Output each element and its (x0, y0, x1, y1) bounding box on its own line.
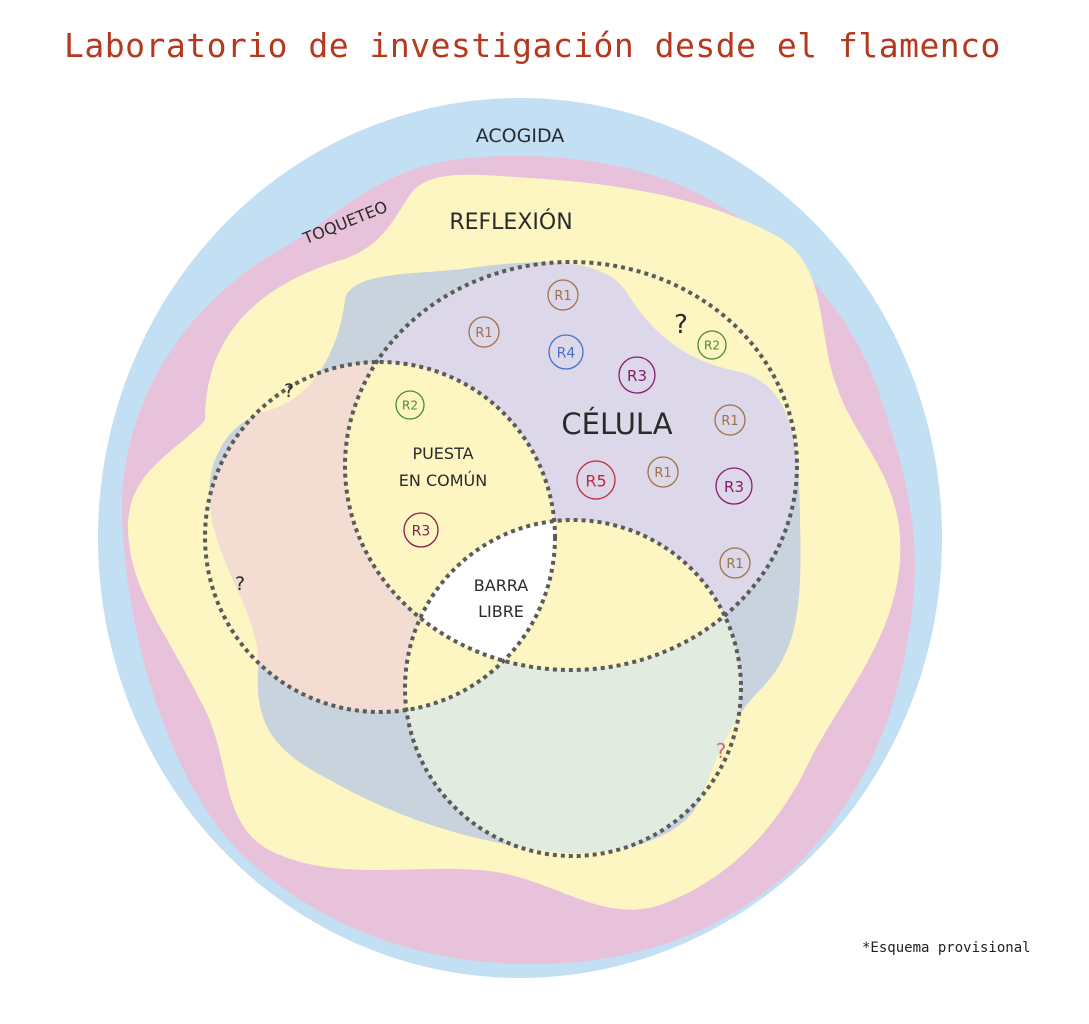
question-mark: ? (674, 310, 688, 340)
badge-circle (697, 330, 727, 360)
badge-label: R3 (724, 478, 744, 496)
badge-r2: R2 (395, 390, 425, 420)
label-acogida: ACOGIDA (476, 125, 565, 147)
badge-circle (618, 356, 656, 394)
badge-circle (395, 390, 425, 420)
badge-r5: R5 (576, 460, 616, 500)
label-puesta: PUESTA (412, 444, 473, 463)
badge-r1: R1 (719, 547, 751, 579)
badge-label: R3 (412, 524, 431, 540)
badge-label: R2 (704, 339, 720, 353)
footnote: *Esquema provisional (862, 940, 1031, 956)
left-circle-outline (203, 360, 557, 714)
label-en-comun: EN COMÚN (399, 471, 487, 490)
badge-label: R1 (475, 326, 492, 341)
label-libre: LIBRE (478, 602, 524, 621)
barra-libre-region (405, 520, 555, 670)
badge-circle (714, 404, 746, 436)
badge-r1: R1 (468, 316, 500, 348)
badge-label: R5 (585, 471, 606, 490)
badge-circle (576, 460, 616, 500)
badge-circle (715, 467, 753, 505)
badge-circle (719, 547, 751, 579)
badge-label: R1 (654, 466, 671, 481)
badge-r1: R1 (647, 456, 679, 488)
celula-circle-outline (343, 260, 799, 672)
label-celula: CÉLULA (561, 407, 672, 441)
bottom-circle-outline (403, 518, 743, 858)
question-mark: ? (284, 380, 294, 402)
badge-r3: R3 (403, 512, 439, 548)
badge-r3: R3 (715, 467, 753, 505)
badge-circle (403, 512, 439, 548)
badge-label: R1 (721, 414, 738, 429)
badge-r4: R4 (548, 334, 584, 370)
question-mark: ? (716, 739, 727, 763)
badge-circle (468, 316, 500, 348)
question-mark: ? (235, 573, 245, 595)
page-title: Laboratorio de investigación desde el fl… (64, 26, 1001, 65)
badge-circle (547, 279, 579, 311)
label-barra: BARRA (474, 576, 529, 595)
badge-r2: R2 (697, 330, 727, 360)
badge-label: R1 (554, 289, 571, 304)
badge-r1: R1 (714, 404, 746, 436)
badge-label: R1 (726, 557, 743, 572)
badge-label: R4 (557, 346, 576, 362)
badge-circle (548, 334, 584, 370)
badge-r3: R3 (618, 356, 656, 394)
badge-label: R3 (627, 367, 647, 385)
badge-label: R2 (402, 399, 418, 413)
badge-r1: R1 (547, 279, 579, 311)
label-reflexion: REFLEXIÓN (449, 209, 572, 235)
badge-circle (647, 456, 679, 488)
